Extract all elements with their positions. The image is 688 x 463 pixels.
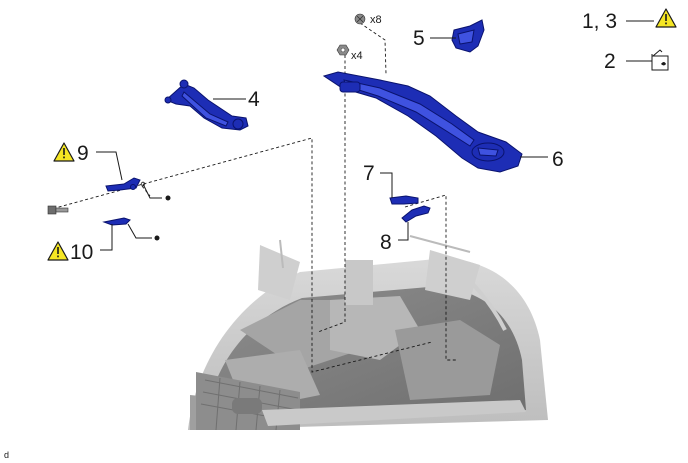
wiper-part-9 bbox=[105, 177, 141, 192]
nut-icon bbox=[336, 44, 350, 56]
cowl-top-ventilator-louver bbox=[322, 71, 523, 173]
washer-hose-8 bbox=[401, 205, 431, 223]
callout-1-3: 1, 3 bbox=[582, 10, 617, 33]
wiper-part-10 bbox=[102, 217, 131, 226]
screw-quantity: x8 bbox=[370, 14, 382, 26]
washer-hose-7 bbox=[389, 195, 419, 205]
callout-8: 8 bbox=[380, 231, 392, 254]
callout-7: 7 bbox=[363, 162, 375, 185]
callout-5: 5 bbox=[413, 27, 425, 50]
nut-quantity: x4 bbox=[351, 50, 363, 62]
callout-6: 6 bbox=[552, 148, 564, 171]
warning-triangle-icon bbox=[655, 8, 677, 28]
callout-9: 9 bbox=[77, 142, 89, 165]
marker-ring-9 bbox=[140, 181, 146, 187]
leader-lines bbox=[96, 20, 654, 251]
cowl-panel-piece bbox=[451, 19, 485, 53]
wiper-link-assembly bbox=[164, 79, 249, 131]
figure-code: d bbox=[4, 450, 9, 460]
bolt bbox=[47, 205, 69, 215]
marker-dot-10 bbox=[154, 235, 160, 241]
warning-triangle-icon bbox=[47, 241, 69, 261]
callout-2: 2 bbox=[604, 50, 616, 73]
marker-dot-9 bbox=[165, 195, 171, 201]
screw-icon bbox=[354, 13, 366, 25]
grease-symbol-icon bbox=[651, 49, 669, 71]
warning-triangle-icon bbox=[53, 142, 75, 162]
vehicle-engine-bay-illustration bbox=[188, 235, 548, 431]
callout-10: 10 bbox=[70, 241, 93, 264]
callout-4: 4 bbox=[248, 88, 260, 111]
